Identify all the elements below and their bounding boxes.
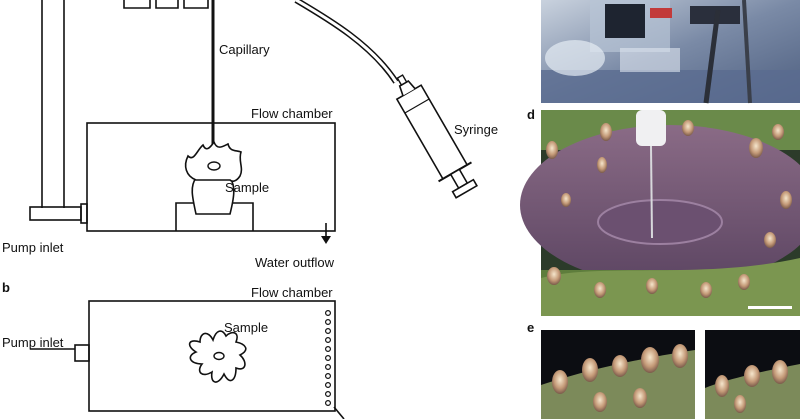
syringe-label: Syringe bbox=[454, 122, 498, 137]
syringe-drawing bbox=[395, 74, 478, 199]
pump-inlet-label-b: Pump inlet bbox=[2, 335, 64, 350]
flow-chamber-label-b: Flow chamber bbox=[251, 285, 333, 300]
flow-chamber-box bbox=[86, 122, 336, 232]
sample-label-b: Sample bbox=[224, 320, 268, 335]
panel-d-letter: d bbox=[527, 107, 535, 122]
sample-polyp-a bbox=[184, 140, 243, 215]
panel-b-schematic: b Flow chamber Pump inlet Sample bbox=[2, 280, 345, 419]
coral-capillary-photo bbox=[520, 110, 800, 316]
panel-a-schematic: Capillary Syringe Flow chamber Pump inle… bbox=[2, 0, 498, 270]
coral-closeup-photos bbox=[541, 330, 800, 419]
scale-bar-d bbox=[748, 306, 792, 309]
flow-chamber-label: Flow chamber bbox=[251, 106, 333, 121]
panel-b-letter: b bbox=[2, 280, 10, 295]
sample-label-a: Sample bbox=[225, 180, 269, 195]
outlet-holes bbox=[325, 310, 332, 407]
lab-setup-photo bbox=[541, 0, 800, 104]
panel-e-letter: e bbox=[527, 320, 534, 335]
capillary-label: Capillary bbox=[219, 42, 270, 57]
pump-inlet-label-a: Pump inlet bbox=[2, 240, 64, 255]
water-outflow-label: Water outflow bbox=[255, 255, 335, 270]
